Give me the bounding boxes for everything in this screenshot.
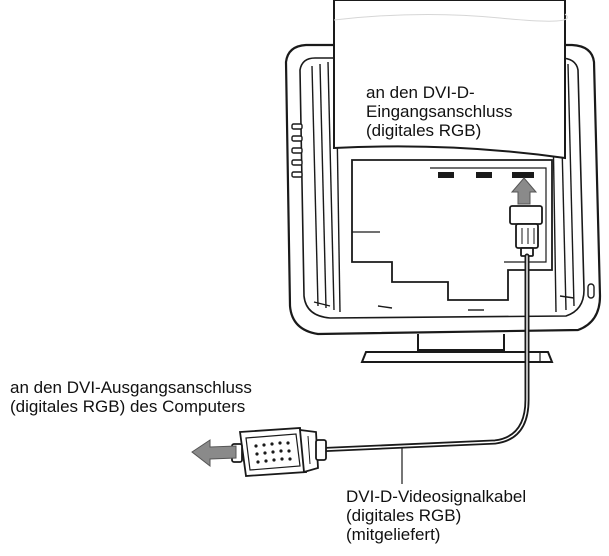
computer-arrow <box>191 439 237 468</box>
input-connector-label-line-3: (digitales RGB) <box>366 121 482 140</box>
cable-label-line-3: (mitgeliefert) <box>346 525 441 544</box>
computer-plug <box>231 427 327 477</box>
lock-slot <box>587 283 595 299</box>
output-connector-label: an den DVI-Ausgangsanschluss (digitales … <box>10 378 252 416</box>
control-buttons <box>291 123 303 178</box>
housing-feet <box>313 295 575 311</box>
input-connector-label-line-2: Eingangsanschluss <box>366 102 513 121</box>
input-connector-label-line-1: an den DVI-D- <box>366 83 475 102</box>
dvi-cable-highlight <box>313 255 528 451</box>
output-connector-label-line-2: (digitales RGB) des Computers <box>10 397 246 416</box>
output-connector-label-line-1: an den DVI-Ausgangsanschluss <box>10 378 252 397</box>
monitor-plug <box>509 205 543 257</box>
monitor-stand <box>360 334 554 363</box>
cable-label-line-1: DVI-D-Videosignalkabel <box>346 487 527 506</box>
input-connector-label: an den DVI-D- Eingangsanschluss (digital… <box>366 83 512 140</box>
connector-bay <box>351 159 553 301</box>
cable-label-line-2: (digitales RGB) <box>346 506 462 525</box>
input-ports <box>438 172 534 178</box>
cable-label: DVI-D-Videosignalkabel (digitales RGB) (… <box>346 487 526 544</box>
insert-arrow <box>510 177 538 205</box>
label-sheet <box>333 0 568 160</box>
